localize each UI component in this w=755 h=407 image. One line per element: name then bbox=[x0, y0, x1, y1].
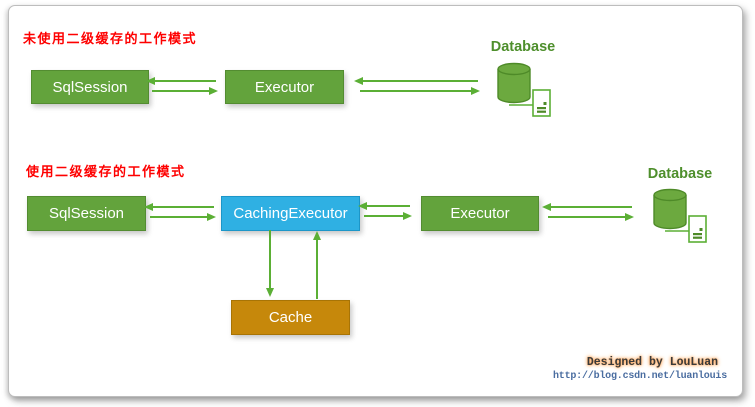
caching-executor-box-label: CachingExecutor bbox=[233, 205, 348, 222]
executor-box-2: Executor bbox=[421, 196, 539, 231]
arrow-down-icon bbox=[266, 230, 274, 297]
arrow-right-icon bbox=[152, 87, 218, 95]
arrow-right-icon bbox=[364, 212, 412, 220]
server-icon bbox=[532, 89, 551, 117]
caching-executor-box: CachingExecutor bbox=[221, 196, 360, 231]
credits-block: Designed by LouLuan http://blog.csdn.net… bbox=[553, 356, 727, 382]
arrow-left-icon bbox=[146, 77, 216, 85]
designed-by-text: Designed by LouLuan bbox=[586, 356, 718, 369]
cache-box-label: Cache bbox=[268, 309, 313, 326]
sqlsession-box-1: SqlSession bbox=[31, 70, 149, 104]
arrow-right-icon bbox=[360, 87, 480, 95]
executor-box-2-label: Executor bbox=[450, 205, 510, 222]
section1-title: 未使用二级缓存的工作模式 bbox=[23, 31, 198, 46]
arrow-right-icon bbox=[150, 213, 216, 221]
database-label-2: Database bbox=[647, 166, 713, 182]
database-cylinder-icon bbox=[653, 188, 707, 243]
section2-title: 使用二级缓存的工作模式 bbox=[26, 164, 186, 179]
sqlsession-box-2-label: SqlSession bbox=[48, 205, 125, 222]
executor-box-1-label: Executor bbox=[254, 78, 315, 96]
arrow-left-icon bbox=[144, 203, 214, 211]
sqlsession-box-2: SqlSession bbox=[27, 196, 146, 231]
database-label-1: Database bbox=[490, 39, 556, 55]
cache-box: Cache bbox=[231, 300, 350, 335]
arrow-up-icon bbox=[313, 231, 321, 299]
blog-url-text: http://blog.csdn.net/luanlouis bbox=[552, 371, 727, 382]
arrow-left-icon bbox=[354, 77, 478, 85]
arrow-right-icon bbox=[548, 213, 634, 221]
database-cylinder-icon bbox=[497, 62, 551, 117]
server-icon bbox=[688, 215, 707, 243]
arrow-left-icon bbox=[358, 202, 410, 210]
arrow-left-icon bbox=[542, 203, 632, 211]
sqlsession-box-1-label: SqlSession bbox=[52, 78, 128, 96]
executor-box-1: Executor bbox=[225, 70, 344, 104]
